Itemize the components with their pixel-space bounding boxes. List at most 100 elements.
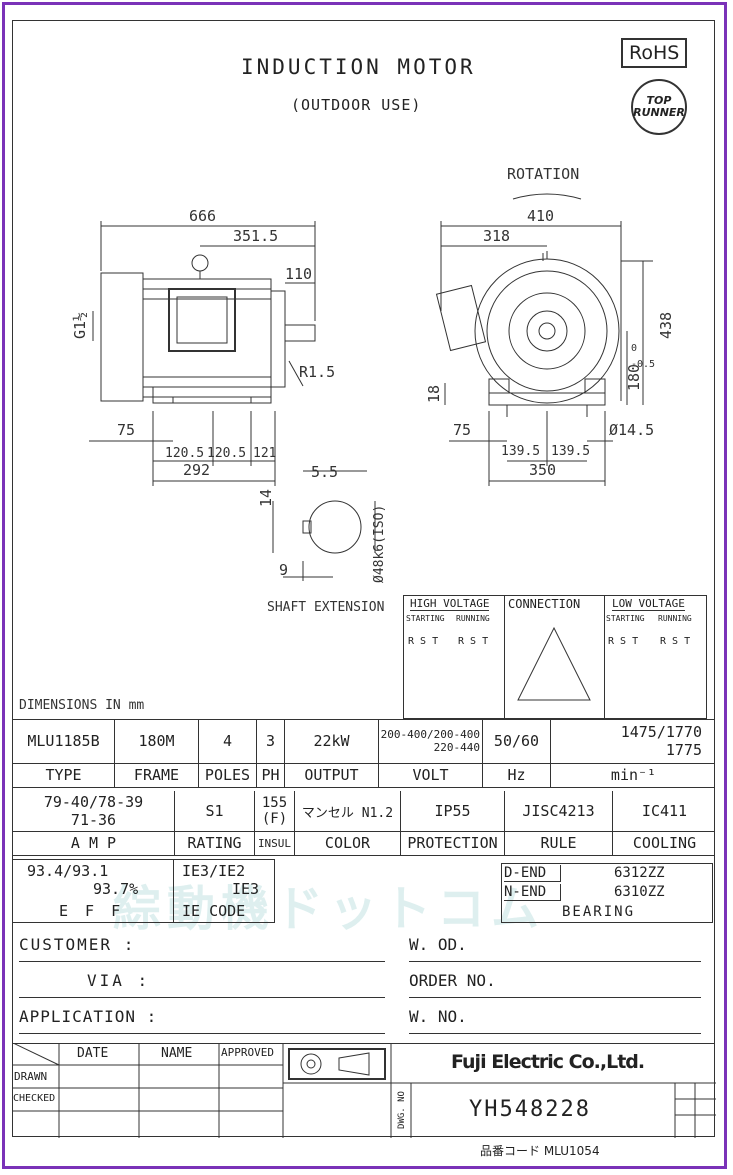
ie-line1: IE3/IE2	[182, 862, 246, 880]
order-no-label: ORDER NO.	[409, 971, 496, 990]
motor-drawing: ROTATION 666 351.5 110 G1½ R1.5 75 120.5…	[19, 165, 675, 713]
hv-starting: STARTING	[406, 614, 445, 623]
rule-label: RULE	[505, 831, 613, 855]
top-runner-logo: TOP RUNNER	[631, 79, 687, 135]
drawn-label: DRAWN	[14, 1070, 48, 1083]
insul-label: INSUL	[255, 831, 295, 855]
product-code: 品番コード MLU1054	[480, 1144, 600, 1158]
dim-292: 292	[183, 461, 210, 479]
cooling-value: IC411	[641, 802, 688, 820]
dim-666: 666	[189, 207, 216, 225]
color-label: COLOR	[295, 831, 401, 855]
delta-diagram	[517, 626, 591, 701]
connection-label: CONNECTION	[508, 597, 581, 611]
ph-value: 3	[257, 719, 285, 763]
dim-18: 18	[425, 385, 443, 403]
high-voltage-section: HIGH VOLTAGE STARTING RUNNING R S T R S …	[404, 596, 505, 718]
volt-line1: 200-400/200-400	[380, 728, 480, 741]
type-value: MLU1185B	[13, 719, 115, 763]
eff-line1: 93.4/93.1	[27, 862, 109, 880]
drawing-sheet: 綜動機ドットコム INDUCTION MOTOR (OUTDOOR USE) R…	[12, 20, 716, 1138]
min-line2: 1775	[665, 741, 702, 759]
dim-110: 110	[285, 265, 312, 283]
output-label: OUTPUT	[285, 763, 379, 787]
min-value: 1475/1770 1775	[551, 719, 716, 763]
dim-75-right: 75	[453, 421, 471, 439]
ie-code-cell: IE3/IE2 IE3 IE CODE	[173, 860, 274, 922]
volt-value: 200-400/200-400 220-440	[379, 719, 483, 763]
dim-120a: 120.5	[165, 446, 204, 461]
amp-label: A M P	[13, 831, 175, 855]
output-value: 22kW	[285, 719, 379, 763]
d-end-label: D-END	[504, 865, 561, 882]
date-header: DATE	[77, 1046, 109, 1061]
dim-121: 121	[253, 446, 276, 461]
hv-rst-2: R S T	[458, 636, 489, 647]
customer-label: CUSTOMER :	[19, 935, 136, 954]
poles-label: POLES	[199, 763, 257, 787]
dim-120b: 120.5	[207, 446, 246, 461]
insul-value: 155 (F)	[255, 791, 295, 831]
side-view	[100, 254, 316, 404]
frame-value: 180M	[115, 719, 199, 763]
title-block-grid	[13, 1043, 716, 1138]
eff-label: E F F	[59, 902, 125, 920]
n-end-value: 6310ZZ	[614, 884, 665, 900]
dim-shaft-5-5: 5.5	[311, 463, 338, 481]
shaft-extension-label: SHAFT EXTENSION	[267, 600, 384, 615]
protection-label: PROTECTION	[401, 831, 505, 855]
high-voltage-label: HIGH VOLTAGE	[410, 597, 490, 611]
volt-line2: 220-440	[433, 741, 480, 754]
dim-r: R1.5	[299, 363, 335, 381]
lv-rst-1: R S T	[608, 636, 639, 647]
dim-410: 410	[527, 207, 554, 225]
dwg-no-value: YH548228	[469, 1097, 591, 1122]
lv-rst-2: R S T	[660, 636, 691, 647]
dim-438: 438	[657, 312, 675, 339]
amp-line2: 71-36	[70, 811, 117, 829]
dim-180-tol-bot: -0.5	[631, 359, 655, 370]
dim-350: 350	[529, 461, 556, 479]
dim-14-5: Ø14.5	[609, 421, 654, 439]
color-value: マンセル N1.2	[295, 791, 401, 831]
volt-label: VOLT	[379, 763, 483, 787]
rohs-badge: RoHS	[621, 38, 688, 68]
wod-label: W. OD.	[409, 935, 467, 954]
lv-running: RUNNING	[658, 614, 692, 623]
dimensions-note: DIMENSIONS IN mm	[19, 698, 144, 713]
rating-value: S1	[175, 791, 255, 831]
checked-label: CHECKED	[13, 1093, 56, 1104]
hv-running: RUNNING	[456, 614, 490, 623]
rating-label: RATING	[175, 831, 255, 855]
shaft-section	[272, 470, 376, 581]
dim-shaft-dia: Ø48k6(ISO)	[372, 505, 387, 583]
top-runner-line1: TOP	[646, 94, 672, 107]
approved-header: APPROVED	[221, 1046, 274, 1059]
bearing-block: D-END 6312ZZ N-END 6310ZZ BEARING	[501, 863, 713, 923]
dim-318: 318	[483, 227, 510, 245]
spec-row-2: 79-40/78-39 71-36 S1 155 (F) マンセル N1.2 I…	[13, 791, 716, 831]
min-line1: 1475/1770	[620, 723, 702, 741]
connection-center: CONNECTION	[504, 596, 605, 718]
dim-rotation: ROTATION	[507, 165, 579, 183]
cooling-label: COOLING	[632, 834, 697, 852]
dim-351: 351.5	[233, 227, 278, 245]
end-view	[435, 251, 620, 417]
bearing-label: BEARING	[562, 904, 636, 920]
spec-row-1: MLU1185B 180M 4 3 22kW 200-400/200-400 2…	[13, 719, 716, 763]
spec-row-1-labels: TYPE FRAME POLES PH OUTPUT VOLT Hz min⁻¹	[13, 763, 716, 787]
amp-line1: 79-40/78-39	[43, 793, 144, 811]
hv-rst-1: R S T	[408, 636, 439, 647]
name-header: NAME	[161, 1046, 193, 1061]
spec-row-2-labels: A M P RATING INSUL COLOR PROTECTION RULE…	[13, 831, 716, 855]
protection-value: IP55	[401, 791, 505, 831]
ph-label: PH	[257, 763, 285, 787]
title-block: DATE NAME APPROVED DRAWN CHECKED Fuji El…	[13, 1043, 716, 1138]
d-end-value: 6312ZZ	[614, 865, 665, 881]
frame-label: FRAME	[115, 763, 199, 787]
connection-diagram: HIGH VOLTAGE STARTING RUNNING R S T R S …	[403, 595, 707, 719]
hz-label: Hz	[483, 763, 551, 787]
dim-g: G1½	[71, 312, 89, 339]
type-label: TYPE	[13, 763, 115, 787]
